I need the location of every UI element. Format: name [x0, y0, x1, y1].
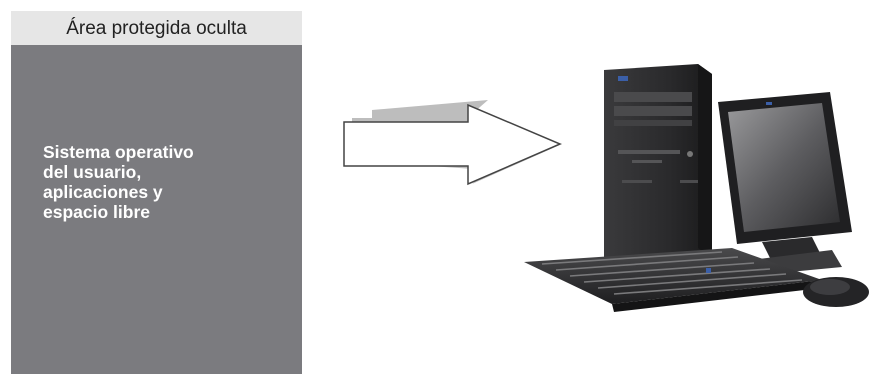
os-partition-label: Sistema operativo del usuario, aplicacio…	[43, 142, 283, 222]
os-label-line-1: Sistema operativo	[43, 142, 283, 162]
disk-partition-panel: Área protegida oculta Sistema operativo …	[11, 11, 302, 374]
os-label-line-3: aplicaciones y	[43, 182, 283, 202]
os-label-line-4: espacio libre	[43, 202, 283, 222]
hidden-protected-area-header: Área protegida oculta	[11, 11, 302, 45]
os-label-line-2: del usuario,	[43, 162, 283, 182]
desktop-computer-icon	[522, 62, 869, 320]
